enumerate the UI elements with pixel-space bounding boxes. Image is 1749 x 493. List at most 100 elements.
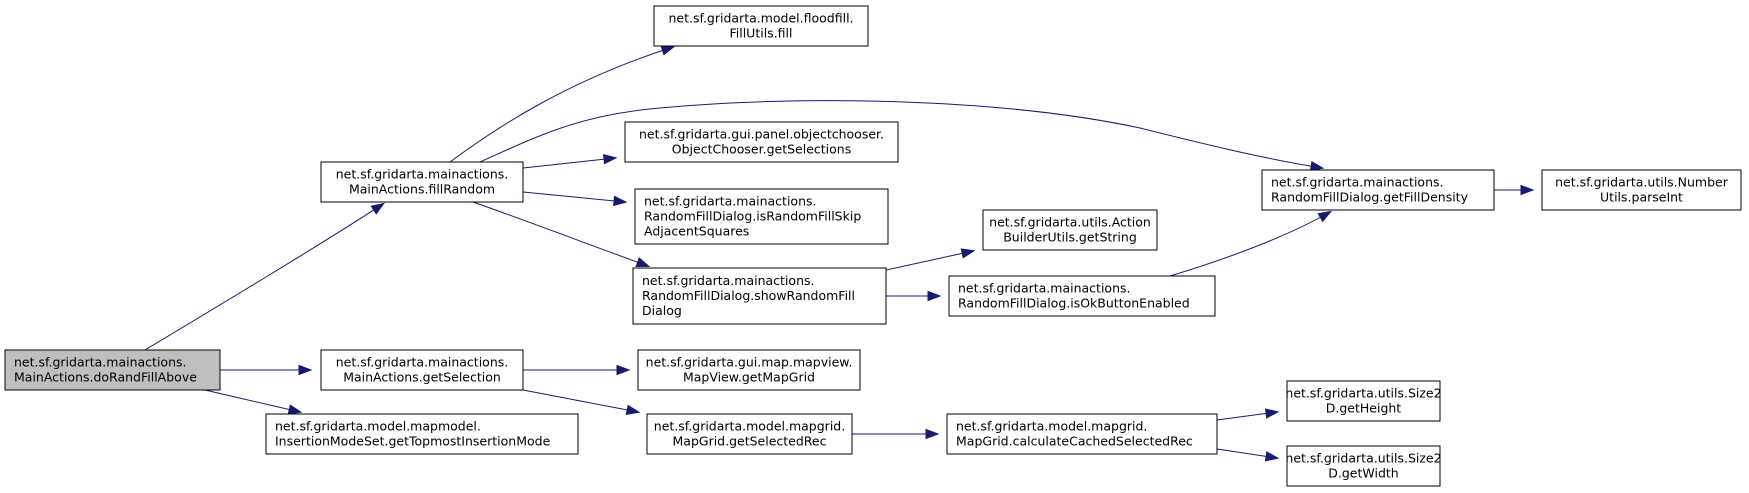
edge-line — [472, 201, 649, 267]
arrowhead-icon — [1520, 184, 1535, 196]
edge-line — [1169, 211, 1331, 277]
arrowhead-icon — [1317, 210, 1333, 223]
edge-calculateCachedSelectedRec-to-getWidth — [1216, 448, 1280, 462]
node-label-line: AdjacentSquares — [644, 224, 749, 239]
node-box — [4, 349, 221, 391]
edge-line — [522, 191, 626, 203]
node-label-line: net.sf.gridarta.gui.panel.objectchooser. — [639, 127, 884, 142]
edge-fillRandom-to-getSelections — [522, 154, 618, 169]
node-box — [634, 188, 889, 245]
node-isRandomFillSkipAdjacentSquares[interactable]: net.sf.gridarta.mainactions.RandomFillDi… — [634, 188, 889, 245]
node-label-line: MapGrid.calculateCachedSelectedRec — [956, 434, 1193, 449]
arrowhead-icon — [1264, 408, 1280, 419]
node-showRandomFillDialog[interactable]: net.sf.gridarta.mainactions.RandomFillDi… — [632, 267, 887, 325]
edge-calculateCachedSelectedRec-to-getHeight — [1216, 408, 1280, 421]
edge-fillRandom-to-getFillDensity — [479, 100, 1325, 172]
node-box — [637, 349, 861, 391]
edge-getSelection-to-getSelectedRec — [522, 389, 641, 415]
node-label-line: net.sf.gridarta.mainactions. — [644, 194, 816, 209]
edge-line — [479, 100, 1323, 169]
node-label-line: BuilderUtils.getString — [1003, 230, 1137, 245]
arrowhead-icon — [298, 364, 313, 376]
node-label-line: net.sf.gridarta.mainactions. — [336, 167, 508, 182]
arrowhead-icon — [1264, 451, 1280, 462]
node-fillRandom[interactable]: net.sf.gridarta.mainactions.MainActions.… — [320, 161, 524, 203]
edge-getFillDensity-to-parseInt — [1494, 184, 1535, 196]
node-label-line: MainActions.doRandFillAbove — [14, 370, 197, 385]
node-getMapGrid[interactable]: net.sf.gridarta.gui.map.mapview.MapView.… — [637, 349, 861, 391]
node-label-line: InsertionModeSet.getTopmostInsertionMode — [275, 434, 551, 449]
arrowhead-icon — [625, 404, 641, 415]
node-label-line: RandomFillDialog.getFillDensity — [1271, 190, 1469, 205]
node-box — [646, 413, 853, 455]
node-label-line: net.sf.gridarta.utils.Size2 — [1285, 451, 1441, 466]
node-box — [265, 413, 579, 455]
node-getFillDensity[interactable]: net.sf.gridarta.mainactions.RandomFillDi… — [1261, 169, 1495, 211]
node-getSelection[interactable]: net.sf.gridarta.mainactions.MainActions.… — [320, 349, 524, 391]
edge-line — [522, 389, 639, 413]
node-label-line: Dialog — [642, 303, 682, 318]
node-box — [1286, 380, 1441, 422]
node-parseInt[interactable]: net.sf.gridarta.utils.NumberUtils.parseI… — [1541, 169, 1742, 211]
edge-isOkButtonEnabled-to-getFillDensity — [1169, 210, 1333, 277]
edge-line — [204, 389, 301, 413]
node-doRandFillAbove[interactable]: net.sf.gridarta.mainactions.MainActions.… — [4, 349, 221, 391]
node-box — [624, 121, 899, 163]
node-box — [632, 267, 887, 325]
node-isOkButtonEnabled[interactable]: net.sf.gridarta.mainactions.RandomFillDi… — [948, 275, 1216, 317]
node-box — [1261, 169, 1495, 211]
edge-line — [522, 157, 616, 169]
node-label-line: MainActions.getSelection — [343, 370, 501, 385]
node-box — [946, 413, 1218, 455]
node-label-line: MapView.getMapGrid — [683, 370, 815, 385]
edge-line — [144, 203, 384, 351]
arrowhead-icon — [1309, 161, 1325, 172]
node-label-line: RandomFillDialog.showRandomFill — [642, 288, 855, 303]
arrowhead-icon — [613, 195, 628, 207]
edge-line — [449, 46, 674, 163]
node-label-line: D.getHeight — [1326, 401, 1402, 416]
node-getSelections[interactable]: net.sf.gridarta.gui.panel.objectchooser.… — [624, 121, 899, 163]
node-label-line: net.sf.gridarta.gui.map.mapview. — [646, 355, 853, 370]
node-label-line: Utils.parseInt — [1600, 190, 1683, 205]
node-label-line: net.sf.gridarta.model.mapgrid. — [956, 419, 1147, 434]
node-calculateCachedSelectedRec[interactable]: net.sf.gridarta.model.mapgrid.MapGrid.ca… — [946, 413, 1218, 455]
node-label-line: net.sf.gridarta.model.mapmodel. — [275, 419, 481, 434]
node-label-line: net.sf.gridarta.mainactions. — [1271, 175, 1443, 190]
node-box — [320, 161, 524, 203]
node-label-line: RandomFillDialog.isOkButtonEnabled — [958, 296, 1190, 311]
node-label-line: net.sf.gridarta.model.floodfill. — [668, 11, 853, 26]
node-box — [948, 275, 1216, 317]
node-label-line: ObjectChooser.getSelections — [672, 142, 851, 157]
node-label-line: net.sf.gridarta.mainactions. — [958, 281, 1130, 296]
nodes-layer: net.sf.gridarta.mainactions.MainActions.… — [4, 5, 1742, 487]
arrowhead-icon — [287, 404, 303, 415]
node-getTopmostInsertionMode[interactable]: net.sf.gridarta.model.mapmodel.Insertion… — [265, 413, 579, 455]
node-label-line: net.sf.gridarta.mainactions. — [336, 355, 508, 370]
edge-getSelection-to-getMapGrid — [523, 364, 631, 376]
edge-doRandFillAbove-to-getSelection — [220, 364, 313, 376]
node-label-line: FillUtils.fill — [729, 26, 792, 41]
node-box — [653, 5, 869, 47]
node-box — [1541, 169, 1742, 211]
arrowhead-icon — [925, 428, 940, 440]
node-fill[interactable]: net.sf.gridarta.model.floodfill.FillUtil… — [653, 5, 869, 47]
edge-showRandomFillDialog-to-isOkButtonEnabled — [886, 290, 942, 302]
node-label-line: D.getWidth — [1328, 466, 1398, 481]
edge-doRandFillAbove-to-getTopmostInsertionMode — [204, 389, 303, 415]
arrowhead-icon — [370, 202, 386, 215]
node-label-line: net.sf.gridarta.utils.Number — [1555, 175, 1729, 190]
arrowhead-icon — [603, 154, 618, 165]
edge-line — [885, 250, 974, 271]
node-getString[interactable]: net.sf.gridarta.utils.ActionBuilderUtils… — [982, 209, 1158, 251]
arrowhead-icon — [660, 45, 676, 56]
node-label-line: net.sf.gridarta.mainactions. — [642, 273, 814, 288]
node-label-line: MainActions.fillRandom — [349, 182, 495, 197]
arrowhead-icon — [635, 257, 651, 267]
node-box — [982, 209, 1158, 251]
node-getSelectedRec[interactable]: net.sf.gridarta.model.mapgrid.MapGrid.ge… — [646, 413, 853, 455]
edge-getSelectedRec-to-calculateCachedSelectedRec — [852, 428, 940, 440]
edges-layer — [144, 45, 1535, 462]
